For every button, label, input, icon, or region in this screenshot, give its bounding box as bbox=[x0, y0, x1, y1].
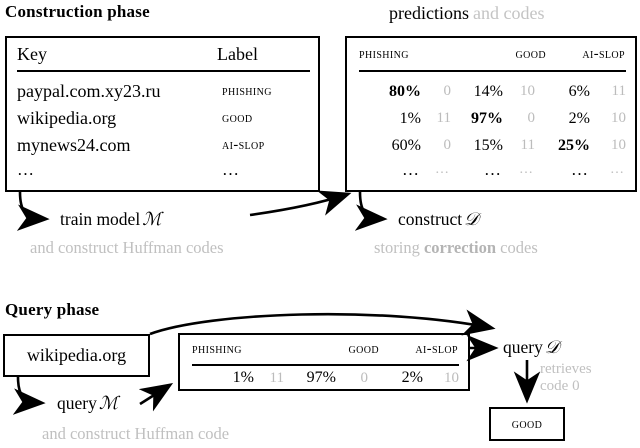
prediction-pct-ellipsis: … bbox=[484, 160, 503, 179]
keys-label-table: Key Label paypal.com.xy23.ru PHISHING wi… bbox=[5, 36, 320, 192]
prediction-pct-ellipsis: … bbox=[402, 160, 421, 179]
predictions-header-aislop: AI-SLOP bbox=[582, 46, 625, 62]
query-prediction-table: PHISHING GOOD AI-SLOP 1% 11 97% 0 2% 10 bbox=[178, 333, 470, 391]
retrieves-line-2: code 0 bbox=[540, 378, 580, 394]
prediction-pct: 14% bbox=[473, 82, 503, 100]
table-row: 1% 11 97% 0 2% 10 bbox=[359, 105, 626, 132]
prediction-pct: 97% bbox=[471, 109, 503, 127]
query-code: 10 bbox=[444, 369, 459, 386]
construct-d-subtext-emphasis: correction bbox=[423, 238, 497, 257]
predictions-header-phishing: PHISHING bbox=[359, 46, 409, 62]
keys-table-cell-label: AI-SLOP bbox=[222, 137, 265, 153]
keys-table-cell-key-ellipsis: … bbox=[17, 160, 36, 179]
query-phase-title: Query phase bbox=[5, 300, 100, 319]
query-model-label: query bbox=[57, 393, 97, 413]
construction-phase-title: Construction phase bbox=[5, 2, 150, 21]
prediction-code: 11 bbox=[520, 137, 535, 153]
prediction-code-ellipsis: … bbox=[519, 162, 535, 177]
table-row: … … … … … … bbox=[359, 159, 626, 181]
prediction-pct: 60% bbox=[391, 136, 421, 154]
retrieves-annotation: retrieves code 0 bbox=[540, 361, 592, 395]
predictions-caption-gray: and codes bbox=[472, 3, 545, 23]
prediction-code: 11 bbox=[436, 110, 451, 126]
prediction-code: 10 bbox=[611, 137, 626, 153]
keys-table-cell-label: GOOD bbox=[222, 110, 253, 126]
prediction-pct: 15% bbox=[473, 136, 503, 154]
keys-table-cell-key: mynews24.com bbox=[17, 135, 131, 155]
query-pct: 2% bbox=[401, 369, 423, 386]
table-row: … … bbox=[17, 159, 309, 181]
table-row: 80% 0 14% 10 6% 11 bbox=[359, 78, 626, 105]
table-row: wikipedia.org GOOD bbox=[17, 105, 309, 132]
keys-table-header-label: Label bbox=[217, 44, 258, 64]
prediction-pct: 25% bbox=[558, 136, 590, 154]
prediction-code: 0 bbox=[443, 137, 452, 153]
table-row: mynews24.com AI-SLOP bbox=[17, 132, 309, 159]
construct-d-label: construct bbox=[398, 209, 463, 229]
retrieves-line-1: retrieves bbox=[540, 361, 592, 377]
keys-table-cell-key: wikipedia.org bbox=[17, 108, 117, 128]
query-header-rule bbox=[192, 364, 459, 367]
table-row: paypal.com.xy23.ru PHISHING bbox=[17, 78, 309, 105]
predictions-header-good: GOOD bbox=[515, 46, 546, 62]
prediction-code-ellipsis: … bbox=[435, 162, 451, 177]
table-row: 60% 0 15% 11 25% 10 bbox=[359, 132, 626, 159]
query-header-good: GOOD bbox=[348, 341, 379, 357]
query-model-subtext: and construct Huffman code bbox=[42, 424, 230, 443]
query-pct: 1% bbox=[232, 369, 254, 386]
keys-table-header-rule bbox=[17, 70, 310, 73]
prediction-pct-ellipsis: … bbox=[571, 160, 590, 179]
predictions-header-rule bbox=[359, 70, 626, 73]
prediction-code: 10 bbox=[520, 83, 535, 99]
table-row: 1% 11 97% 0 2% 10 bbox=[192, 369, 459, 387]
query-header-aislop: AI-SLOP bbox=[415, 341, 458, 357]
predictions-table: PHISHING GOOD AI-SLOP 80% 0 14% 10 6% 11… bbox=[345, 36, 637, 192]
database-symbol: 𝒟 bbox=[464, 209, 479, 230]
train-model-subtext: and construct Huffman codes bbox=[30, 238, 224, 257]
keys-table-cell-label: PHISHING bbox=[222, 83, 272, 99]
prediction-code: 0 bbox=[527, 110, 536, 126]
prediction-pct: 2% bbox=[568, 109, 590, 127]
prediction-code-ellipsis: … bbox=[610, 162, 626, 177]
prediction-pct: 1% bbox=[399, 109, 421, 127]
query-header-phishing: PHISHING bbox=[192, 341, 242, 357]
predictions-caption: predictions and codes bbox=[389, 3, 544, 24]
database-symbol: 𝒟 bbox=[544, 337, 560, 358]
query-code: 11 bbox=[269, 369, 284, 386]
prediction-code: 11 bbox=[611, 83, 626, 99]
prediction-pct: 6% bbox=[568, 82, 590, 100]
construct-d-subtext: storing correction codes bbox=[374, 238, 538, 258]
keys-table-cell-key: paypal.com.xy23.ru bbox=[17, 81, 161, 101]
query-result-box: GOOD bbox=[489, 407, 565, 441]
query-code: 0 bbox=[360, 369, 369, 386]
query-pct: 97% bbox=[306, 369, 336, 386]
model-symbol: ℳ bbox=[98, 393, 119, 414]
query-db-label: query bbox=[503, 337, 543, 357]
query-input-box: wikipedia.org bbox=[3, 334, 150, 377]
predictions-caption-main: predictions bbox=[389, 3, 469, 23]
construct-d-subtext-suffix: codes bbox=[496, 238, 538, 257]
prediction-code: 0 bbox=[443, 83, 452, 99]
query-result-label: GOOD bbox=[511, 415, 543, 432]
construct-d-subtext-prefix: storing bbox=[374, 238, 424, 257]
prediction-code: 10 bbox=[611, 110, 626, 126]
query-input-key: wikipedia.org bbox=[26, 345, 127, 365]
keys-table-cell-label-ellipsis: … bbox=[222, 160, 241, 179]
prediction-pct: 80% bbox=[389, 82, 421, 100]
keys-table-header-key: Key bbox=[17, 44, 47, 64]
train-model-label: train model bbox=[60, 209, 141, 229]
model-symbol: ℳ bbox=[142, 209, 162, 230]
